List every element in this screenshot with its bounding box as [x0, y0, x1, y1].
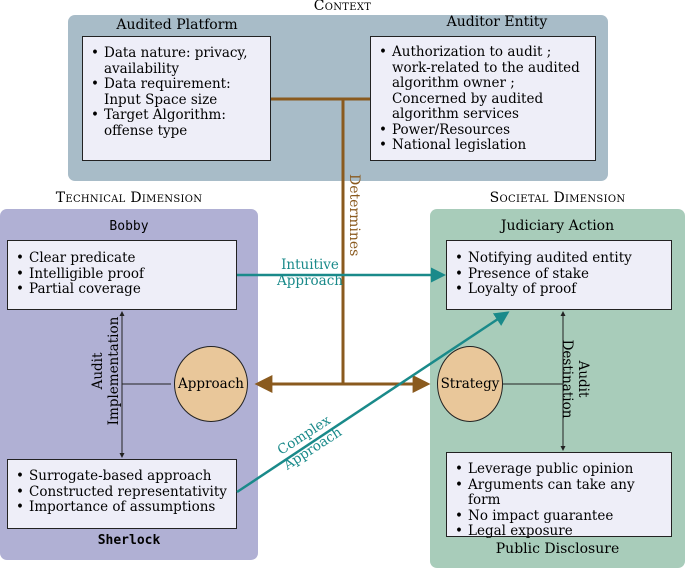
platform-box: Data nature: privacy, availability Data … — [82, 36, 271, 161]
bobby-list: Clear predicate Intelligible proof Parti… — [14, 250, 230, 298]
bobby-title: Bobby — [109, 219, 149, 234]
auditor-box: Authorization to audit ; work-related to… — [370, 36, 596, 161]
list-item: Legal exposure — [453, 523, 665, 540]
bobby-box: Clear predicate Intelligible proof Parti… — [7, 240, 237, 310]
disclosure-title: Public Disclosure — [495, 541, 620, 557]
list-item: Data requirement: Input Space size — [89, 76, 264, 108]
destination-label: Audit Destination — [559, 339, 591, 419]
list-item: Importance of assumptions — [14, 499, 230, 516]
disclosure-list: Leverage public opinion Arguments can ta… — [453, 461, 665, 540]
technical-heading: Technical Dimension — [55, 190, 203, 206]
list-item: Data nature: privacy, availability — [89, 45, 264, 77]
judiciary-box: Notifying audited entity Presence of sta… — [446, 240, 672, 310]
list-item: Loyalty of proof — [453, 281, 665, 298]
platform-title: Audited Platform — [116, 17, 238, 33]
list-item: Arguments can take any form — [453, 477, 665, 509]
auditor-title: Auditor Entity — [446, 14, 548, 30]
platform-list: Data nature: privacy, availability Data … — [89, 45, 264, 139]
list-item: Authorization to audit ; work-related to… — [377, 44, 589, 123]
auditor-list: Authorization to audit ; work-related to… — [377, 44, 589, 154]
complex-arrow — [236, 311, 510, 494]
list-item: Clear predicate — [14, 250, 230, 267]
strategy-node: Strategy — [437, 346, 503, 422]
judiciary-title: Judiciary Action — [500, 218, 615, 234]
list-item: National legislation — [377, 137, 589, 154]
list-item: Intelligible proof — [14, 266, 230, 283]
list-item: Partial coverage — [14, 281, 230, 298]
list-item: Presence of stake — [453, 266, 665, 283]
disclosure-box: Leverage public opinion Arguments can ta… — [446, 452, 672, 540]
list-item: Notifying audited entity — [453, 250, 665, 267]
context-heading: Context — [313, 0, 372, 14]
implementation-label: Audit Implementation — [90, 316, 122, 426]
list-item: Leverage public opinion — [453, 461, 665, 478]
list-item: Power/Resources — [377, 122, 589, 139]
societal-heading: Societal Dimension — [489, 190, 626, 206]
list-item: Surrogate-based approach — [14, 468, 230, 485]
sherlock-title: Sherlock — [97, 533, 161, 548]
list-item: No impact guarantee — [453, 508, 665, 525]
determines-label: Determines — [346, 174, 362, 257]
list-item: Constructed representativity — [14, 484, 230, 501]
approach-node: Approach — [174, 346, 248, 422]
strategy-label: Strategy — [440, 376, 500, 392]
approach-label: Approach — [178, 376, 244, 392]
intuitive-label: Intuitive Approach — [277, 257, 343, 289]
sherlock-list: Surrogate-based approach Constructed rep… — [14, 468, 230, 516]
list-item: Target Algorithm: offense type — [89, 107, 264, 139]
sherlock-box: Surrogate-based approach Constructed rep… — [7, 459, 237, 529]
judiciary-list: Notifying audited entity Presence of sta… — [453, 250, 665, 298]
